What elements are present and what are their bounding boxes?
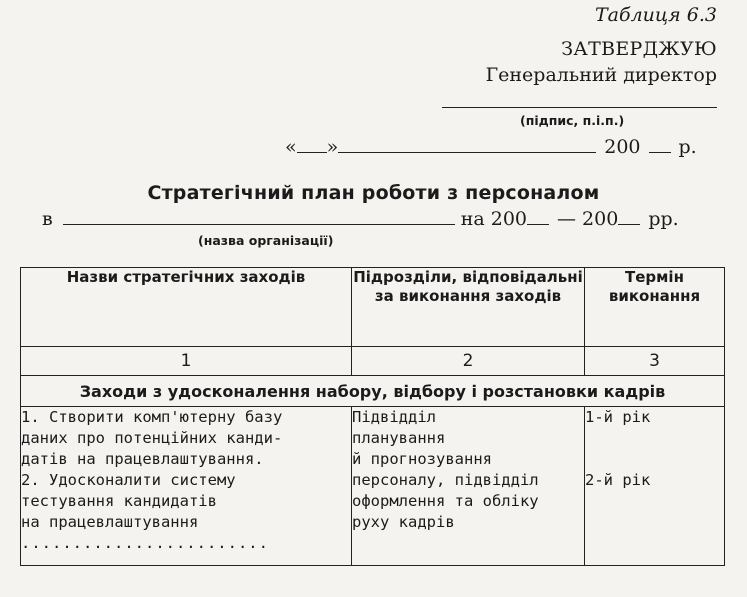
column-number: 2: [351, 346, 585, 376]
approver-title: Генеральний директор: [485, 64, 717, 86]
measure-line: тестування кандидатів: [21, 492, 217, 510]
organization-blank: [62, 208, 455, 225]
org-years-prefix: на 200: [460, 208, 527, 230]
strategic-plan-table: Назви стратегічних заходів Підрозділи, в…: [20, 267, 725, 566]
department-line: Підвідділ: [352, 408, 436, 426]
measure-line: даних про потенційних канди-: [21, 429, 283, 447]
departments-cell: Підвідділ планування й прогнозування пер…: [351, 406, 585, 566]
department-line: оформлення та обліку: [352, 492, 539, 510]
start-year-blank: [527, 208, 549, 225]
end-year-blank: [618, 208, 641, 225]
signature-caption: (підпис, п.і.п.): [520, 113, 625, 128]
measure-line: датів на працевлаштування.: [21, 450, 264, 468]
section-row: Заходи з удосконалення набору, відбору і…: [20, 375, 725, 407]
measure-line: на працевлаштування: [21, 513, 199, 531]
section-title: Заходи з удосконалення набору, відбору і…: [20, 375, 725, 407]
approval-heading: ЗАТВЕРДЖУЮ: [561, 38, 717, 60]
terms-cell: 1-й рік 2-й рік: [584, 406, 725, 566]
date-row: « » 200 р.: [285, 136, 697, 158]
term-first: 1-й рік: [585, 408, 651, 426]
organization-caption: (назва організації): [198, 233, 334, 248]
org-dash: — 200: [557, 208, 619, 230]
department-line: планування: [352, 429, 446, 447]
column-header-measures: Назви стратегічних заходів: [20, 267, 352, 347]
column-number: 1: [20, 346, 352, 376]
date-open-quote: «: [285, 136, 297, 158]
organization-row: в на 200 — 200 рр.: [42, 208, 679, 230]
month-blank: [338, 136, 597, 153]
department-line: персоналу, підвідділ: [352, 471, 539, 489]
org-prefix: в: [42, 208, 53, 230]
department-line: й прогнозування: [352, 450, 492, 468]
column-header-term: Термін виконання: [584, 267, 725, 347]
date-suffix: р.: [678, 136, 697, 158]
year-blank: [648, 136, 671, 153]
measure-line: 2. Удосконалити систему: [21, 471, 236, 489]
table-header-row: Назви стратегічних заходів Підрозділи, в…: [20, 267, 725, 347]
signature-line: [442, 107, 717, 108]
department-line: руху кадрів: [352, 513, 455, 531]
date-close-quote: »: [326, 136, 339, 158]
column-number-row: 1 2 3: [20, 346, 725, 376]
measures-cell: 1. Створити комп'ютерну базу даних про п…: [20, 406, 352, 566]
plan-title: Стратегічний план роботи з персоналом: [147, 182, 600, 204]
day-blank: [296, 136, 327, 153]
term-spacer: [585, 428, 724, 470]
date-year: 200: [604, 136, 641, 158]
org-suffix: рр.: [648, 208, 679, 230]
measure-continuation-dots: ........................: [21, 534, 269, 552]
table-number-label: Таблиця 6.3: [594, 4, 717, 26]
column-number: 3: [584, 346, 725, 376]
measure-line: 1. Створити комп'ютерну базу: [21, 408, 283, 426]
column-header-departments: Підрозділи, відповідальні за виконання з…: [351, 267, 585, 347]
table-row: 1. Створити комп'ютерну базу даних про п…: [20, 406, 725, 566]
term-second: 2-й рік: [585, 471, 651, 489]
